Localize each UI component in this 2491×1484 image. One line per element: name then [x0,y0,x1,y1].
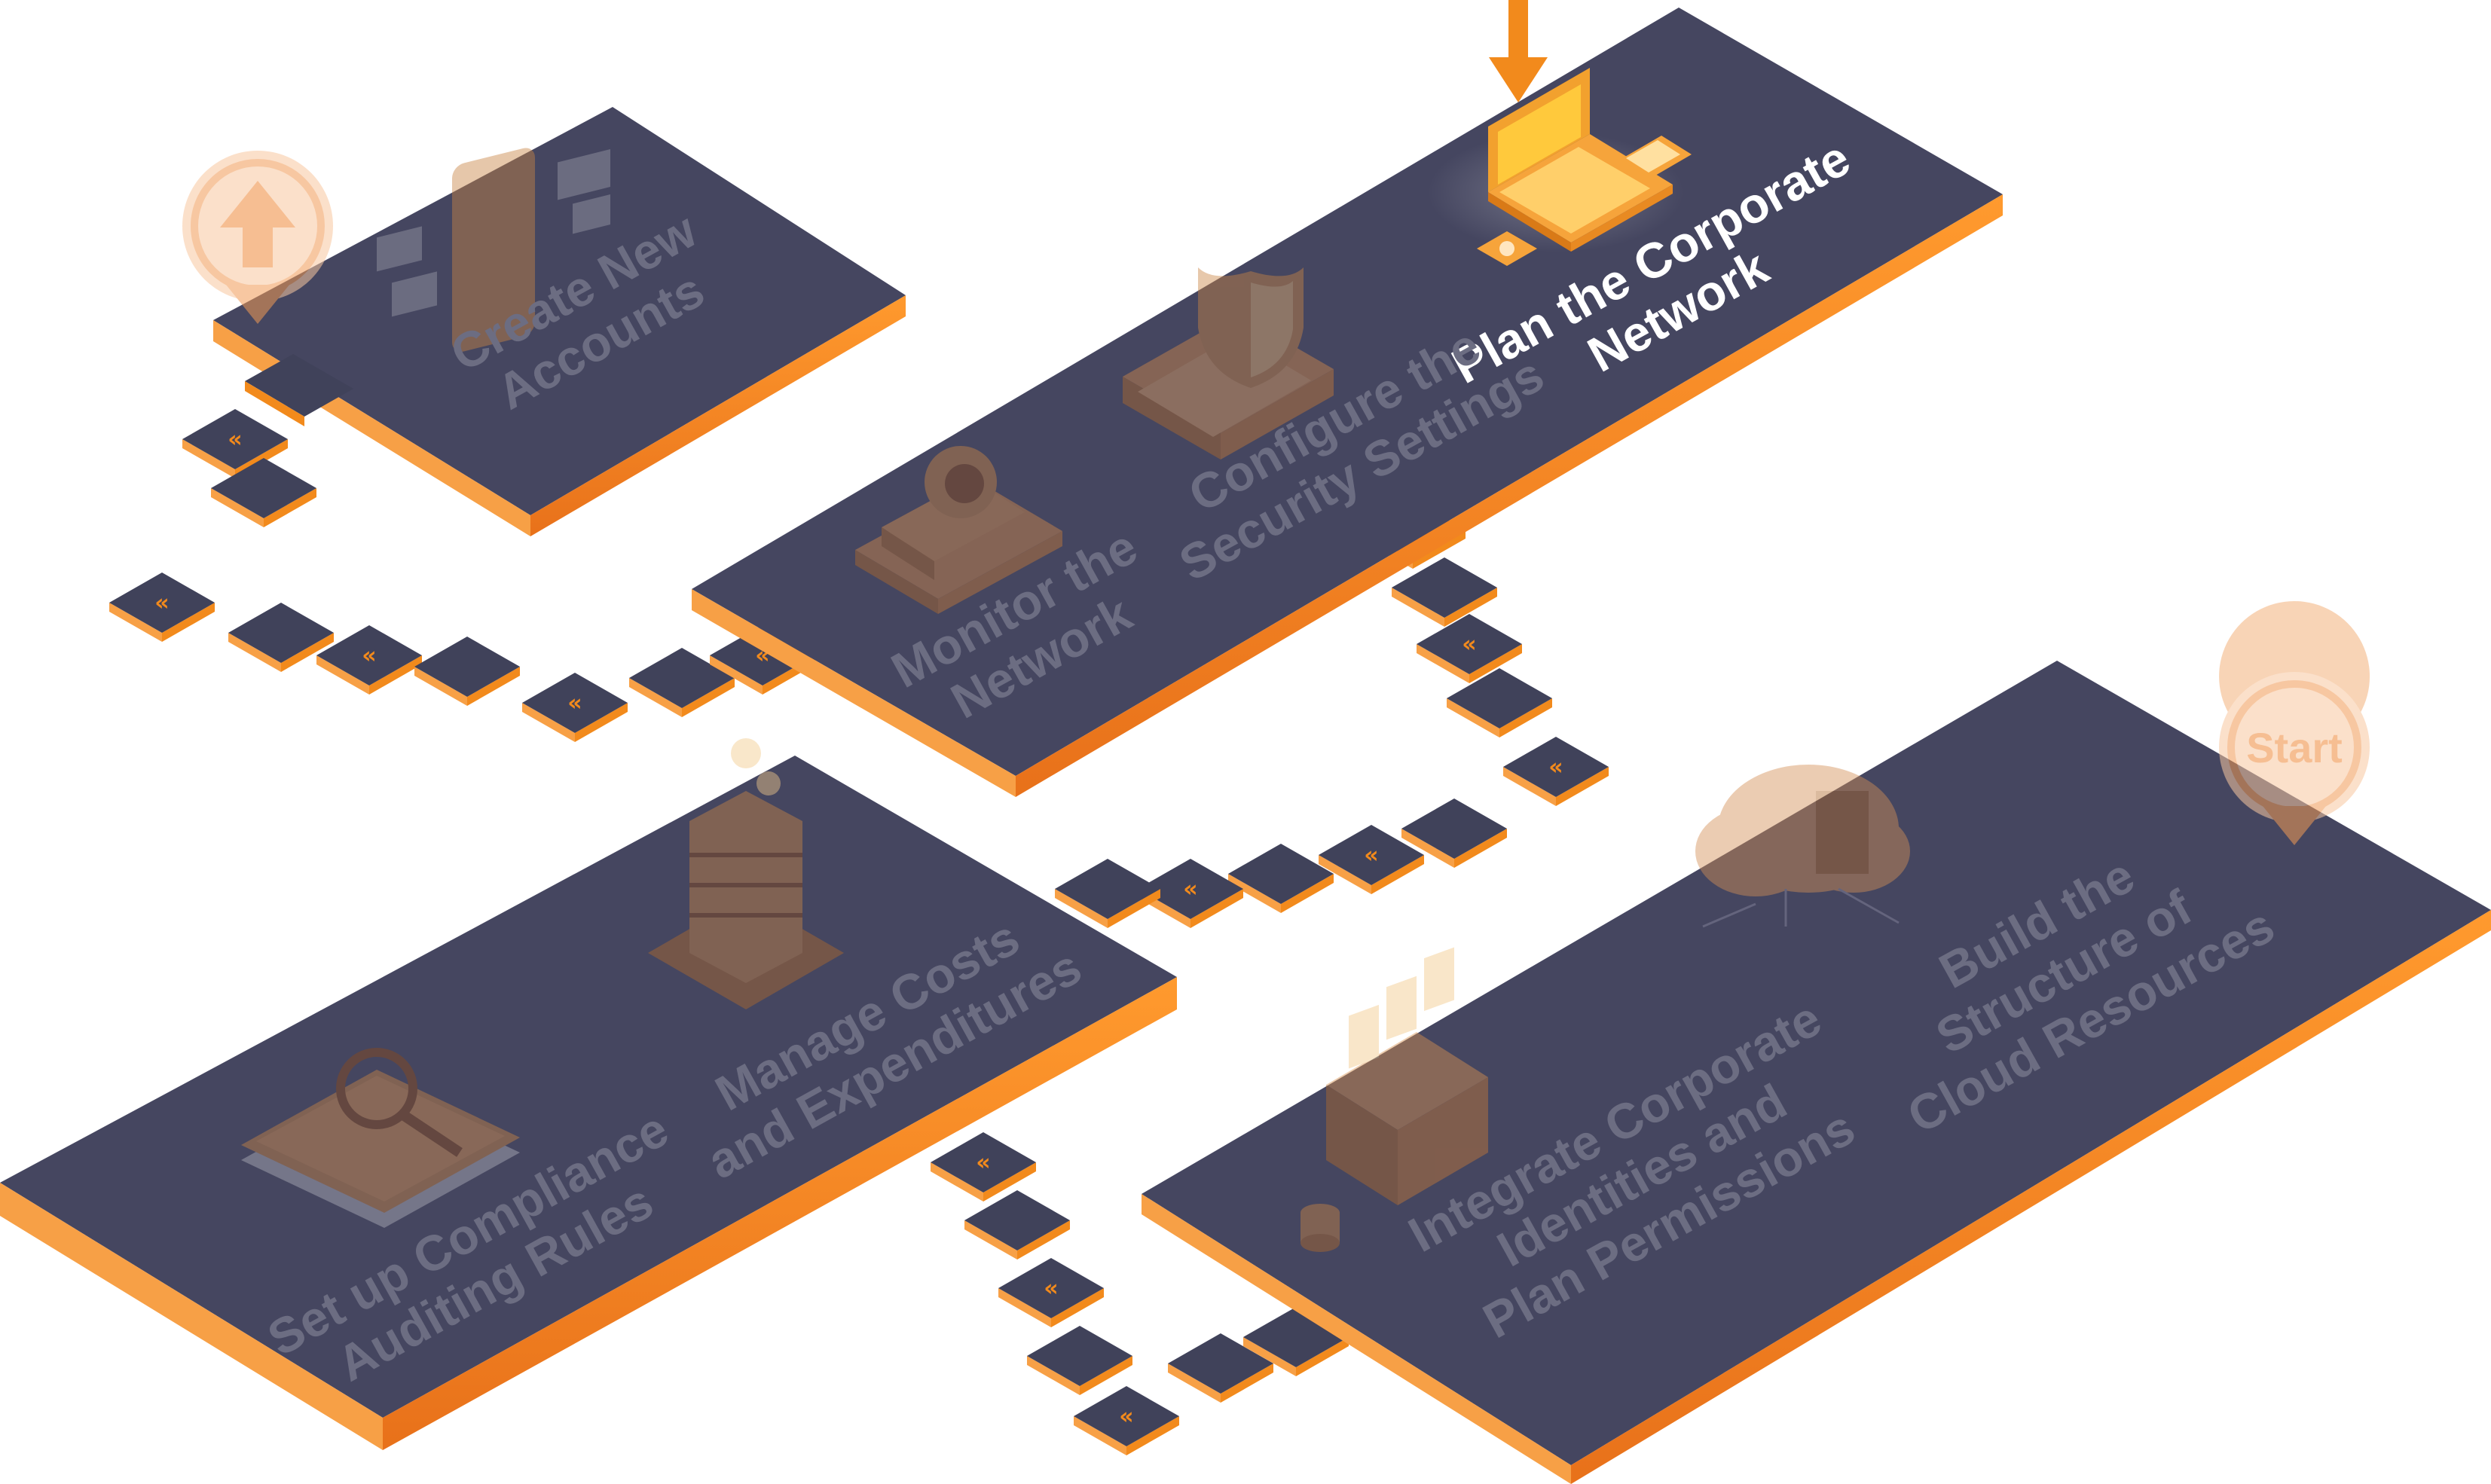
platform-bottom-right [1142,661,2491,1484]
path-tile: « [998,1258,1104,1327]
platform-top-left [213,107,906,536]
chevron-left-icon: « [362,643,376,669]
path-tile: « [1503,737,1609,806]
chevron-left-icon: « [154,590,169,616]
path-tile: « [1319,825,1424,894]
path-tile: « [931,1132,1036,1202]
chevron-left-icon: « [976,1150,990,1176]
path-tile: « [522,673,628,742]
path-tile: « [316,625,422,695]
path-tile [1447,668,1552,737]
start-badge: Start [2219,601,2370,845]
path-tile [1055,859,1160,928]
chevron-left-icon: « [1364,842,1378,869]
shield-icon [1123,267,1334,460]
path-tile [1392,557,1497,627]
platform-bottom-left [0,756,1177,1450]
current-step-arrow-icon [1489,0,1548,102]
path-tile: « [1417,614,1522,683]
path-tile: « [109,573,215,642]
arrow-up-icon [220,181,295,267]
path-tile [1228,844,1334,913]
mobile-account-icon [377,148,610,352]
chevron-left-icon: « [1119,1403,1133,1430]
path-tile [414,637,520,706]
chevron-left-icon: « [1462,631,1476,658]
cloud-icon [1695,765,1910,928]
chevron-left-icon: « [567,690,582,716]
coin-stack-icon [648,738,844,1009]
chevron-left-icon: « [1044,1275,1058,1302]
audit-document-icon [241,1048,520,1228]
path-tile [1401,798,1507,868]
chevron-left-icon: « [1548,754,1563,780]
laptop-icon [1428,68,1692,266]
path-tile [964,1190,1070,1260]
start-label: Start [2246,724,2343,771]
path-tile [1027,1326,1132,1395]
path-tile [211,458,316,527]
path-tile [228,603,334,672]
chevron-left-icon: « [1183,876,1197,902]
camera-icon [855,446,1062,614]
path-tile [1168,1333,1273,1403]
path-tile [629,648,735,717]
chevron-left-icon: « [228,426,242,453]
identity-box-icon [1301,947,1488,1252]
path-tile: « [1074,1386,1179,1455]
end-badge [182,151,333,324]
